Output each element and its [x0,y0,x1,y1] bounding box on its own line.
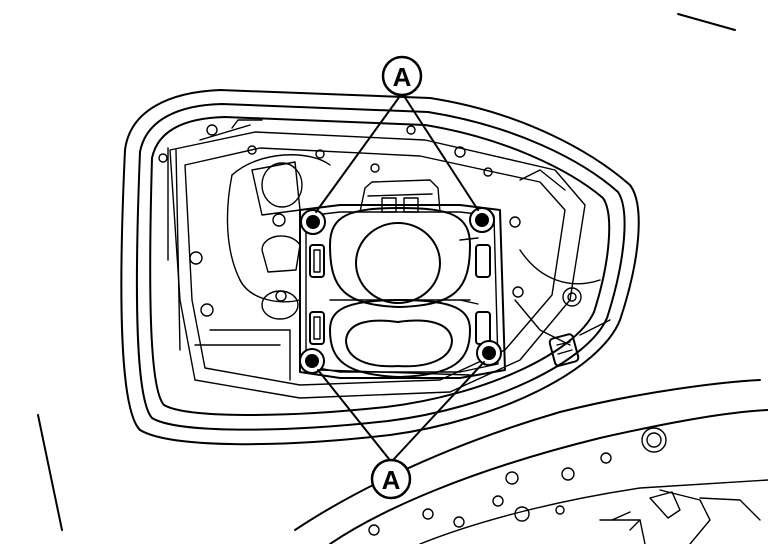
door-panel-line [37,414,63,531]
panel-holes [158,124,582,317]
screw-lower-left [299,348,325,374]
screw-upper-right [469,207,495,233]
screw-lower-right [476,340,502,366]
actuator-motor [299,179,506,379]
mirror-back-panel [167,119,601,399]
screws [299,207,502,374]
callout-a-top: A [381,55,423,97]
harness-connector [548,319,611,367]
callout-a-bottom: A [370,458,412,500]
callout-a-top-label: A [393,62,412,92]
leader-lines [315,95,485,460]
screw-upper-left [300,209,326,235]
callout-a-bottom-label: A [382,465,401,495]
mirror-housing [120,89,640,446]
door-edge-line [677,13,736,31]
door-inner-panel [294,379,768,544]
